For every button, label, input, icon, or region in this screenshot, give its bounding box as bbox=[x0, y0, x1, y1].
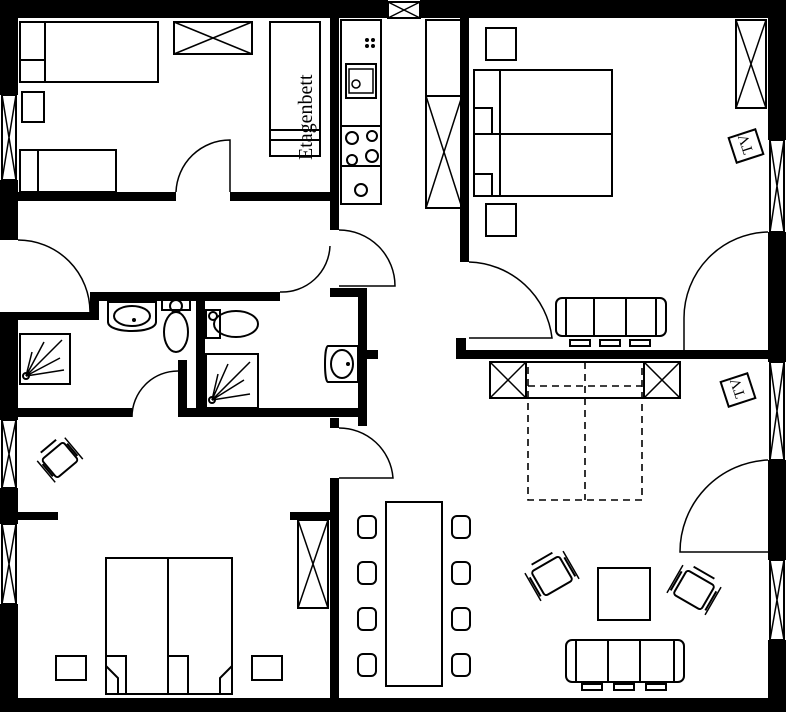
toilet bbox=[161, 297, 191, 311]
pullout-bed bbox=[527, 361, 643, 501]
dining-area bbox=[357, 501, 471, 687]
kitchen bbox=[340, 19, 463, 209]
dining-table bbox=[385, 501, 443, 687]
living-room: TV bbox=[489, 297, 757, 691]
shower bbox=[19, 333, 71, 385]
armchair bbox=[666, 564, 722, 616]
doors bbox=[17, 139, 769, 553]
burner bbox=[354, 183, 368, 197]
coffee-table bbox=[597, 567, 651, 621]
sink bbox=[345, 63, 377, 99]
windows bbox=[1, 1, 785, 641]
toilet bbox=[205, 309, 221, 339]
sofa bbox=[555, 297, 667, 347]
washbasin bbox=[107, 301, 157, 332]
washbasin bbox=[324, 345, 359, 383]
svg-text:TV: TV bbox=[736, 132, 757, 156]
armchair bbox=[524, 550, 580, 602]
top-left-bedroom: Etagenbett bbox=[19, 21, 321, 193]
sofa bbox=[565, 639, 685, 691]
office-chair bbox=[36, 437, 84, 483]
tv-icon: TV bbox=[727, 128, 765, 164]
shower bbox=[205, 353, 259, 409]
bunk-bed-label: Etagenbett bbox=[295, 74, 317, 160]
burner bbox=[365, 149, 379, 163]
lower-left-bedroom bbox=[36, 437, 329, 695]
burner bbox=[345, 131, 359, 145]
svg-text:TV: TV bbox=[728, 376, 749, 400]
top-right-bedroom: TV bbox=[473, 19, 767, 237]
burner bbox=[366, 130, 378, 142]
interior-walls bbox=[18, 18, 786, 712]
tv-icon: TV bbox=[719, 372, 757, 408]
burner bbox=[346, 154, 358, 166]
bathrooms bbox=[19, 297, 359, 409]
